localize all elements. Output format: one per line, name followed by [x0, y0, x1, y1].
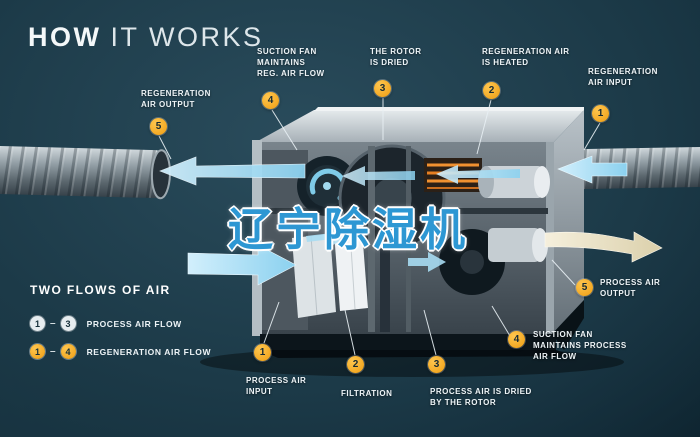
process-output-arrow — [544, 231, 663, 263]
marker-3-rotor-dried: 3 — [374, 80, 391, 97]
marker-4-suction-fan-reg: 4 — [262, 92, 279, 109]
filter-section — [292, 230, 368, 318]
regeneration-output-arrow — [159, 156, 306, 186]
legend-circle-regen-from: 1 — [30, 344, 45, 359]
legend-title: TWO FLOWS OF AIR — [30, 283, 171, 297]
title-bold: HOW — [28, 22, 102, 52]
callout-process-air-dried: PROCESS AIR IS DRIED BY THE ROTOR — [430, 387, 532, 408]
legend-dash: – — [50, 318, 56, 329]
marker-1-process-input: 1 — [254, 344, 271, 361]
process-inner-arrow-2 — [408, 252, 446, 272]
watermark-text: 辽宁除湿机 — [228, 204, 469, 255]
callout-process-air-output: PROCESS AIR OUTPUT — [600, 278, 661, 299]
marker-5-regeneration-output: 5 — [150, 118, 167, 135]
left-duct — [0, 145, 171, 200]
leader-lines — [158, 98, 601, 356]
callout-regeneration-air-heated: REGENERATION AIR IS HEATED — [482, 47, 570, 68]
marker-4-suction-fan-process: 4 — [508, 331, 525, 348]
process-input-arrow — [187, 244, 297, 286]
callout-suction-fan-process: SUCTION FAN MAINTAINS PROCESS AIR FLOW — [533, 330, 627, 362]
callout-regeneration-air-output: REGENERATION AIR OUTPUT — [141, 89, 211, 110]
callout-suction-fan-reg: SUCTION FAN MAINTAINS REG. AIR FLOW — [257, 47, 325, 79]
marker-3-process-dried: 3 — [428, 356, 445, 373]
callout-rotor-is-dried: THE ROTOR IS DRIED — [370, 47, 422, 68]
page-title: HOW IT WORKS — [28, 22, 264, 53]
legend-row-process: 1 – 3 PROCESS AIR FLOW — [30, 316, 182, 331]
legend-row-regeneration: 1 – 4 REGENERATION AIR FLOW — [30, 344, 211, 359]
airflow-arrows — [159, 155, 663, 286]
legend-circle-process-to: 3 — [60, 316, 76, 331]
process-fan — [439, 228, 548, 295]
marker-1-regeneration-input: 1 — [592, 105, 609, 122]
callout-filtration: FILTRATION — [341, 389, 393, 398]
process-inner-arrow-1 — [306, 227, 352, 245]
legend-circle-regen-to: 4 — [60, 344, 76, 359]
legend-label-regeneration: REGENERATION AIR FLOW — [86, 346, 212, 357]
regeneration-inner-arrow-1 — [436, 165, 520, 184]
title-light: IT WORKS — [110, 22, 264, 52]
legend-dash: – — [50, 346, 56, 357]
marker-2-air-heated: 2 — [483, 82, 500, 99]
marker-2-filtration: 2 — [347, 356, 364, 373]
marker-5-process-output: 5 — [576, 279, 593, 296]
regeneration-input-arrow — [557, 155, 628, 184]
callout-process-air-input: PROCESS AIR INPUT — [246, 376, 307, 397]
machine-base — [260, 300, 584, 358]
regeneration-inner-arrow-2 — [342, 166, 415, 186]
callout-regeneration-air-input: REGENERATION AIR INPUT — [588, 67, 658, 88]
legend-label-process: PROCESS AIR FLOW — [86, 318, 182, 329]
legend-circle-process-from: 1 — [30, 316, 45, 331]
